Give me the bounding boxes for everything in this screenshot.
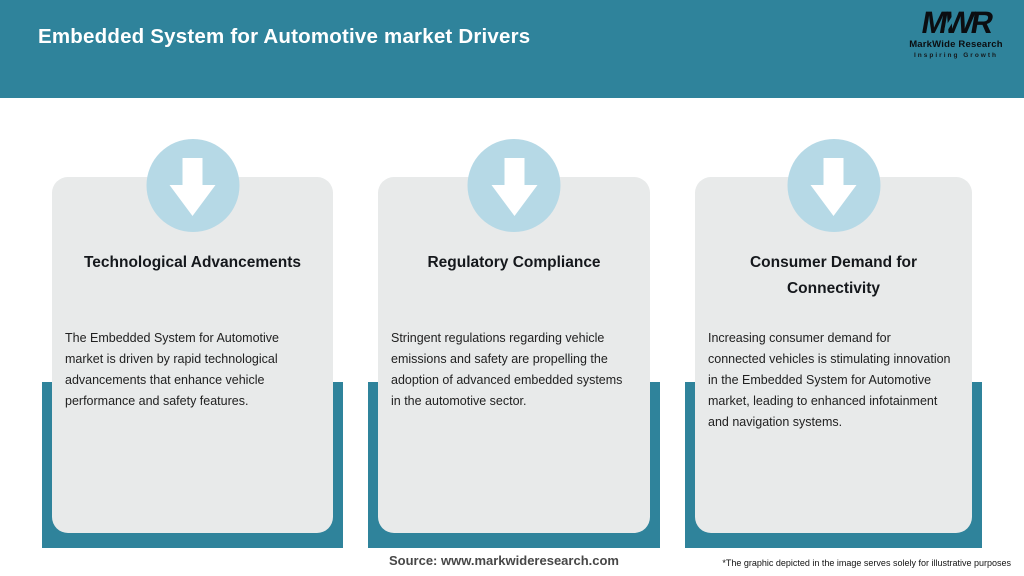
card-description: The Embedded System for Automotive marke… [65, 331, 279, 408]
logo-monogram-text: MWR [918, 5, 994, 40]
card-title: Technological Advancements [83, 254, 302, 271]
down-arrow-icon [146, 139, 239, 232]
disclaimer-text: *The graphic depicted in the image serve… [722, 558, 1011, 568]
down-arrow-icon [467, 139, 561, 232]
card-panel: Technological Advancements The Embedded … [52, 177, 333, 533]
card-description: Stringent regulations regarding vehicle … [391, 331, 623, 408]
logo: MWR MarkWide Research Inspiring Growth [902, 5, 1010, 59]
header-bar: Embedded System for Automotive market Dr… [0, 0, 1024, 98]
driver-card-consumer-demand-connectivity: Consumer Demand for Connectivity Increas… [685, 139, 982, 548]
driver-card-technological-advancements: Technological Advancements The Embedded … [42, 139, 343, 548]
card-description: Increasing consumer demand for connected… [708, 331, 951, 429]
page-title: Embedded System for Automotive market Dr… [38, 25, 531, 48]
logo-name: MarkWide Research [909, 39, 1003, 50]
down-arrow-icon [787, 139, 880, 232]
card-panel: Consumer Demand for Connectivity Increas… [695, 177, 972, 533]
card-title: Regulatory Compliance [427, 254, 601, 271]
card-title: Consumer Demand for Connectivity [749, 254, 918, 297]
logo-monogram: MWR [918, 5, 994, 40]
card-panel: Regulatory Compliance Stringent regulati… [378, 177, 650, 533]
driver-card-regulatory-compliance: Regulatory Compliance Stringent regulati… [368, 139, 660, 548]
logo-tagline: Inspiring Growth [914, 52, 998, 59]
source-text: Source: www.markwideresearch.com [388, 553, 619, 568]
